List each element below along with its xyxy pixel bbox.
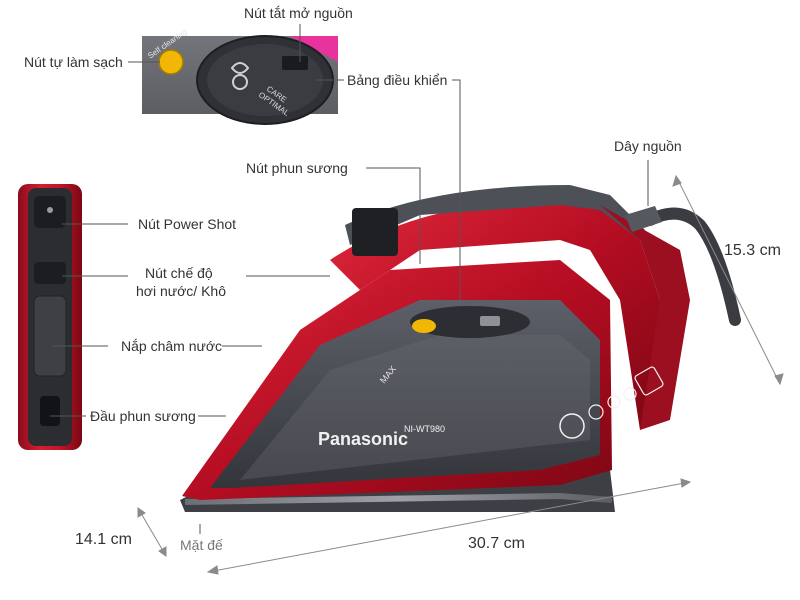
optimal-care-icon — [230, 62, 250, 90]
leader-lines — [50, 24, 649, 534]
label-water-cap: Nắp châm nước — [121, 338, 223, 354]
feature-icons — [559, 366, 664, 439]
control-panel-inset: OPTIMAL CARE Self cleaning — [142, 27, 338, 125]
dimension-width: 14.1 cm — [75, 531, 132, 548]
brand-logo: Panasonic — [318, 429, 408, 449]
label-mode-button-line2: hơi nước/ Khô — [136, 283, 226, 299]
label-power-button: Nút tắt mở nguồn — [244, 5, 353, 21]
leader-control-panel — [452, 79, 461, 300]
label-soleplate: Mặt đế — [180, 537, 223, 553]
dimension-arrows — [137, 174, 784, 575]
mode-switch-graphic[interactable] — [34, 262, 66, 284]
label-power-cord: Dây nguồn — [614, 138, 682, 154]
label-spray-nozzle: Đầu phun sương — [90, 408, 196, 424]
self-clean-button-graphic[interactable] — [158, 49, 184, 75]
spray-button-graphic[interactable] — [352, 208, 398, 256]
dimension-length: 30.7 cm — [468, 535, 525, 552]
power-switch[interactable] — [282, 56, 308, 70]
label-mode-button-line1: Nút chế độ — [145, 265, 213, 281]
width-arrow — [137, 507, 167, 557]
water-tank — [210, 300, 600, 488]
model-number: NI-WT980 — [404, 424, 445, 434]
spray-nozzle-graphic — [40, 396, 60, 426]
label-control-panel: Bảng điều khiển — [347, 72, 448, 88]
label-spray-button: Nút phun sương — [246, 160, 348, 176]
leader-spray-button — [366, 167, 421, 264]
side-view-inset — [18, 184, 82, 450]
water-cap-graphic[interactable] — [33, 295, 67, 377]
length-arrow — [207, 481, 691, 573]
height-arrow — [675, 175, 781, 385]
iron-main-image: MAX Panasonic NI-WT980 — [180, 185, 741, 512]
dimension-height: 15.3 cm — [724, 242, 781, 259]
label-power-shot-button: Nút Power Shot — [138, 216, 237, 232]
label-self-clean-button: Nút tự làm sạch — [24, 54, 123, 70]
